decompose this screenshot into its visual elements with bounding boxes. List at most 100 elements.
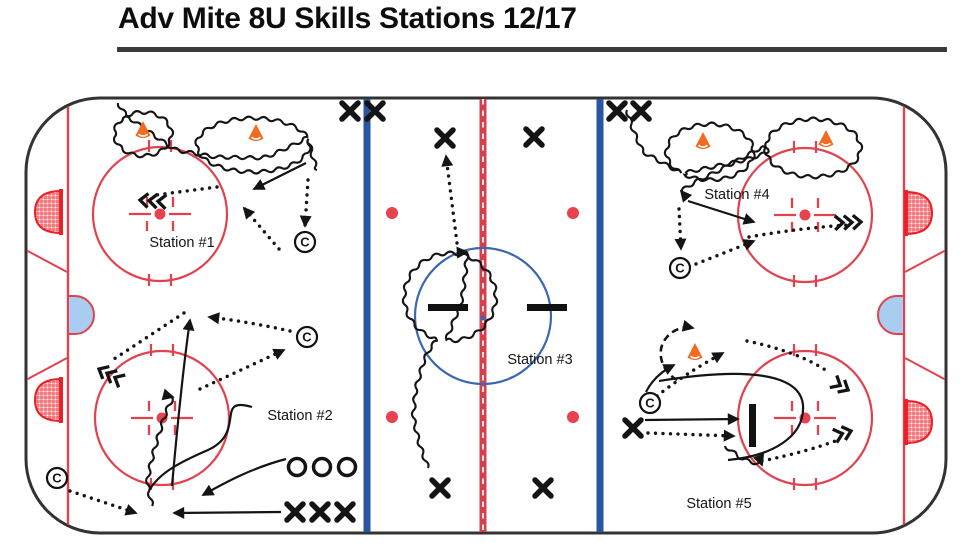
faceoff-markings [131,401,193,435]
trapezoid-line [904,248,945,273]
trapezoid-line [904,357,945,382]
goal-crease [67,295,95,335]
faceoff-circle [736,146,874,284]
player-x-marker [622,417,644,439]
trapezoid-line [27,357,68,382]
cone-icon [698,144,708,148]
cone-icon [251,136,261,140]
coach-marker [293,230,317,254]
faceoff-markings [774,401,836,435]
player-x-marker [532,477,554,499]
neutral-faceoff-dot [386,411,398,423]
goal-crease [877,295,905,335]
station-5-pass [646,429,736,442]
cone-icon [687,343,703,360]
player-x-marker [284,501,306,523]
station-1-pass [299,178,312,228]
station-4-move [687,199,756,225]
faceoff-circle [91,145,229,283]
rink-base [24,96,948,535]
station-2-callout [149,404,253,490]
shot-chevron-arrow [833,214,864,232]
faceoff-markings [129,197,191,231]
station-4-label: Station #4 [704,187,769,203]
neutral-faceoff-dot [386,207,398,219]
coach-marker-label: C [300,235,310,250]
station-labels: Station #1 Station #2 Station #3 Station… [52,187,769,512]
coach-marker [668,256,692,280]
cone-icon [818,130,834,147]
station-2-move [201,457,287,496]
player-x-marker [364,100,386,122]
goal-net-icon [33,377,62,423]
station-4-skating-path [625,109,864,203]
station-2-pass [112,311,186,361]
station-1-move [252,162,307,190]
neutral-faceoff-dot [567,411,579,423]
faceoff-dot [154,208,166,220]
shot-chevron-arrow [832,425,854,444]
player-x-marker [606,100,628,122]
station-5-skating-path [723,445,765,467]
cone-icon [690,355,700,359]
coach-marker-label: C [675,261,685,276]
cone-icon [135,121,151,138]
puck-marker [336,456,358,478]
player-x-marker [309,501,331,523]
rink-diagram: Station #1 Station #2 Station #3 Station… [24,96,948,535]
station-2-label: Station #2 [267,408,332,424]
player-x-marker [630,100,652,122]
coach-marker [295,325,319,349]
station-2-skating-path [145,388,175,507]
shot-chevron-arrow [829,374,851,394]
cone-icon [695,132,711,149]
station-1-label: Station #1 [149,235,214,251]
player-x-marker [523,126,545,148]
cone-icon [818,130,834,147]
cone-icon [135,121,151,138]
goal-net-icon [905,399,934,445]
cone-icon [248,124,264,141]
station-1-pass [154,185,219,197]
faceoff-circle [93,349,231,487]
station-4-pass [674,207,687,251]
station-2-pass [207,312,292,333]
faceoff-markings [774,198,836,232]
cone-icon [248,124,264,141]
cone-icon [821,142,831,146]
goal-net-icon [905,190,934,236]
puck-marker [286,456,308,478]
page-title: Adv Mite 8U Skills Stations 12/17 [118,2,577,35]
drill-markings [45,100,864,523]
trapezoid-line [27,248,68,273]
station-5-label: Station #5 [686,496,751,512]
cone-icon [687,343,703,360]
faceoff-dot [799,209,811,221]
obstacle-bar [428,304,468,311]
obstacle-bar [527,304,567,311]
station-5-move [658,372,805,462]
neutral-faceoff-dot [567,207,579,219]
shot-chevron-arrow [96,364,126,388]
station-1-skating-path [112,102,318,175]
player-x-marker [334,501,356,523]
faceoff-dot [156,412,168,424]
station-4-pass [694,239,756,266]
coach-marker-label: C [645,396,655,411]
station-2-pass [198,348,286,391]
coach-marker [638,391,662,415]
title-underline [117,47,947,52]
center-dot [480,315,486,321]
coach-marker [45,466,69,490]
station-3-pass [441,154,459,245]
shot-chevron-arrow [137,192,168,210]
station-3-label: Station #3 [507,352,572,368]
cone-icon [138,133,148,137]
station-3-skating-path [401,246,499,469]
coach-marker-label: C [302,330,312,345]
station-5-pass [655,351,725,398]
station-5-move [644,413,740,426]
coach-marker-label: C [52,471,62,486]
obstacle-bar [749,404,756,447]
